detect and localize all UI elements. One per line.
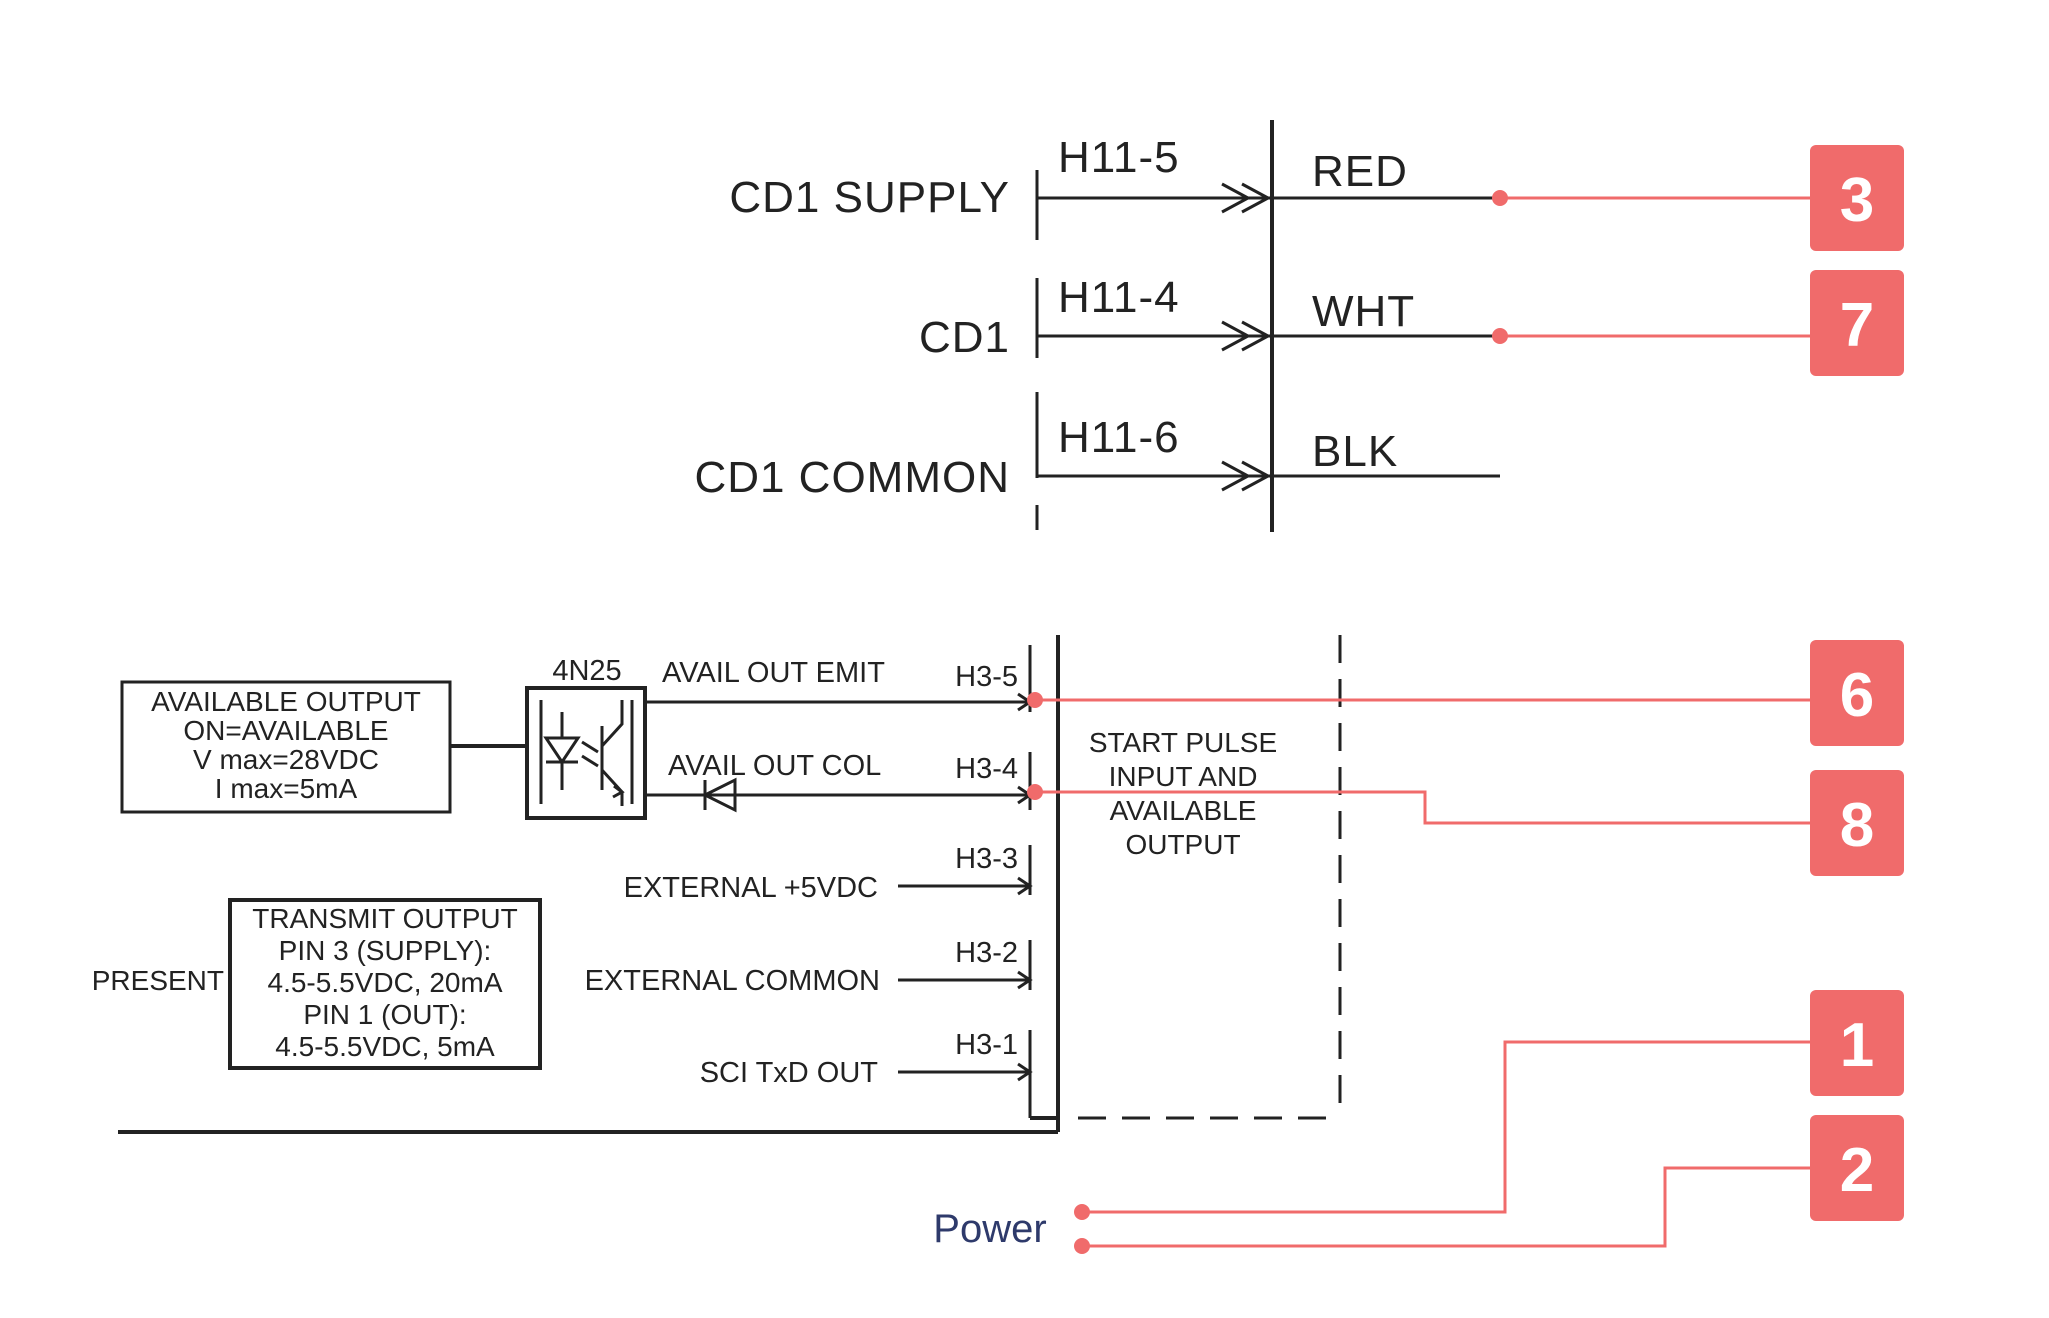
h3-row-col: AVAIL OUT COL H3-4 bbox=[668, 750, 1033, 805]
block-label: OUTPUT bbox=[1125, 829, 1240, 860]
h11-row-common: CD1 COMMON H11-6 BLK bbox=[694, 413, 1500, 502]
badge-number: 8 bbox=[1840, 791, 1874, 860]
wire-color-label: WHT bbox=[1312, 287, 1415, 336]
callout-leaders bbox=[1027, 190, 1810, 1254]
power-label: Power bbox=[933, 1207, 1046, 1251]
start-pulse-block: START PULSE INPUT AND AVAILABLE OUTPUT bbox=[1078, 635, 1342, 1120]
callout-badge-1[interactable]: 1 bbox=[1810, 990, 1904, 1096]
callout-badge-3[interactable]: 3 bbox=[1810, 145, 1904, 251]
box-line: ON=AVAILABLE bbox=[183, 715, 388, 746]
h3-row-txd: SCI TxD OUT H3-1 bbox=[700, 1029, 1033, 1089]
block-label: AVAILABLE bbox=[1110, 795, 1257, 826]
leader-dot bbox=[1492, 328, 1508, 344]
connector-arrow-icon bbox=[1221, 182, 1272, 214]
signal-label: EXTERNAL +5VDC bbox=[624, 872, 878, 904]
h3-row-emit: AVAIL OUT EMIT H3-5 bbox=[662, 657, 1033, 712]
badge-number: 7 bbox=[1840, 291, 1874, 360]
badge-bg bbox=[1810, 640, 1904, 746]
badge-number: 3 bbox=[1840, 166, 1874, 235]
badge-number: 2 bbox=[1840, 1136, 1874, 1205]
block-label: INPUT AND bbox=[1109, 761, 1258, 792]
connector-arrow-icon bbox=[1017, 970, 1033, 990]
badge-number: 1 bbox=[1840, 1011, 1874, 1080]
h11-row-cd1: CD1 H11-4 WHT bbox=[919, 273, 1500, 362]
connector-arrow-icon bbox=[1221, 460, 1272, 492]
leader-dot bbox=[1492, 190, 1508, 206]
signal-label: CD1 bbox=[919, 313, 1010, 362]
block-label: START PULSE bbox=[1089, 727, 1277, 758]
signal-label: CD1 SUPPLY bbox=[729, 173, 1010, 222]
box-line: TRANSMIT OUTPUT bbox=[252, 903, 517, 934]
badge-bg bbox=[1810, 1115, 1904, 1221]
callout-badge-8[interactable]: 8 bbox=[1810, 770, 1904, 876]
transmit-output-border bbox=[228, 898, 542, 1070]
wire-color-label: BLK bbox=[1312, 427, 1398, 476]
connector-arrow-icon bbox=[1221, 320, 1272, 352]
optocoupler-icon: 4N25 bbox=[525, 655, 1030, 820]
callout-badge-7[interactable]: 7 bbox=[1810, 270, 1904, 376]
box-line: PIN 1 (OUT): bbox=[303, 999, 466, 1030]
pin-label: H3-2 bbox=[955, 937, 1018, 969]
available-output-box: AVAILABLE OUTPUT ON=AVAILABLE V max=28VD… bbox=[120, 680, 452, 814]
signal-label: AVAIL OUT EMIT bbox=[662, 657, 885, 689]
transmit-output-box: PRESENT TRANSMIT OUTPUT PIN 3 (SUPPLY): … bbox=[92, 898, 542, 1070]
leader-dot bbox=[1027, 784, 1043, 800]
pin-label: H11-4 bbox=[1058, 273, 1180, 322]
signal-label: AVAIL OUT COL bbox=[668, 750, 881, 782]
leader-dot bbox=[1074, 1204, 1090, 1220]
present-label: PRESENT bbox=[92, 965, 224, 996]
box-line: 4.5-5.5VDC, 20mA bbox=[268, 967, 503, 998]
h11-row-supply: CD1 SUPPLY H11-5 RED bbox=[729, 133, 1500, 222]
diode-icon bbox=[701, 777, 737, 813]
h3-row-common: EXTERNAL COMMON H3-2 bbox=[585, 937, 1033, 997]
led-diode-icon bbox=[543, 712, 581, 790]
connector-arrow-icon bbox=[1017, 1062, 1033, 1082]
emitter-arrow-icon bbox=[612, 784, 625, 799]
leader-dot bbox=[1027, 692, 1043, 708]
badge-bg bbox=[1810, 770, 1904, 876]
light-rays-icon bbox=[581, 740, 599, 768]
signal-label: EXTERNAL COMMON bbox=[585, 965, 880, 997]
pin-label: H3-4 bbox=[955, 753, 1018, 785]
box-line: V max=28VDC bbox=[193, 744, 379, 775]
box-line: 4.5-5.5VDC, 5mA bbox=[275, 1031, 495, 1062]
box-line: AVAILABLE OUTPUT bbox=[151, 686, 421, 717]
pin-label: H3-5 bbox=[955, 661, 1018, 693]
leader-8 bbox=[1035, 790, 1810, 825]
pin-label: H3-3 bbox=[955, 843, 1018, 875]
opto-border bbox=[525, 686, 647, 820]
callout-badge-2[interactable]: 2 bbox=[1810, 1115, 1904, 1221]
leader-1 bbox=[1082, 1040, 1810, 1214]
callout-badge-6[interactable]: 6 bbox=[1810, 640, 1904, 746]
leader-dot bbox=[1074, 1238, 1090, 1254]
pin-label: H3-1 bbox=[955, 1029, 1018, 1061]
pin-label: H11-6 bbox=[1058, 413, 1180, 462]
badge-bg bbox=[1810, 145, 1904, 251]
h3-connector: AVAILABLE OUTPUT ON=AVAILABLE V max=28VD… bbox=[92, 635, 1342, 1134]
opto-label: 4N25 bbox=[552, 655, 621, 687]
connector-arrow-icon bbox=[1017, 876, 1033, 896]
signal-label: SCI TxD OUT bbox=[700, 1057, 879, 1089]
badge-bg bbox=[1810, 990, 1904, 1096]
pin-label: H11-5 bbox=[1058, 133, 1180, 182]
badge-bg bbox=[1810, 270, 1904, 376]
box-line: I max=5mA bbox=[215, 773, 358, 804]
signal-label: CD1 COMMON bbox=[694, 453, 1010, 502]
badge-number: 6 bbox=[1840, 661, 1874, 730]
box-line: PIN 3 (SUPPLY): bbox=[279, 935, 492, 966]
wire-color-label: RED bbox=[1312, 147, 1408, 196]
h11-connector: CD1 SUPPLY H11-5 RED CD1 H11-4 WHT CD1 C… bbox=[694, 120, 1500, 532]
h3-row-5vdc: EXTERNAL +5VDC H3-3 bbox=[624, 843, 1033, 904]
leader-2 bbox=[1082, 1166, 1810, 1248]
